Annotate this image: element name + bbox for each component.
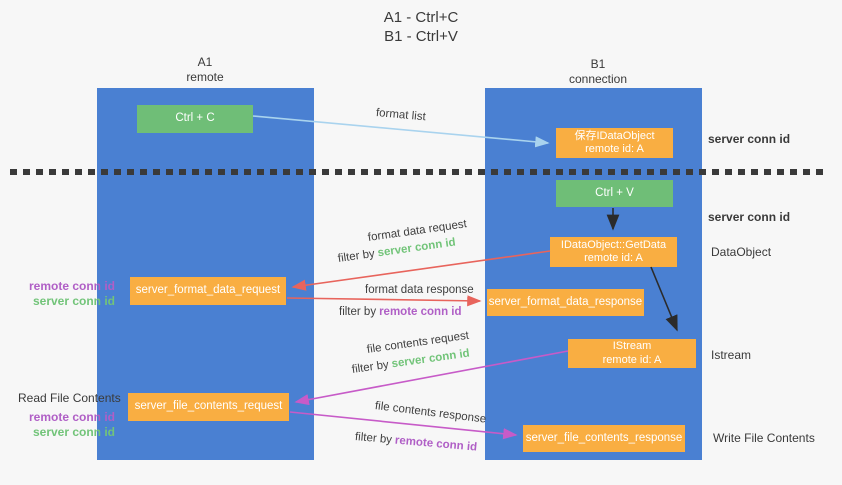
node-file-response-label: server_file_contents_response — [525, 431, 683, 444]
label-file-contents-response: file contents response — [374, 400, 487, 426]
node-server-format-data-response: server_format_data_response — [487, 289, 644, 316]
node-format-request-label: server_format_data_request — [135, 284, 281, 297]
label-write-file-contents: Write File Contents — [713, 431, 815, 445]
node-ctrl-v-label: Ctrl + V — [595, 186, 634, 199]
dotted-separator-line — [10, 169, 825, 175]
column-b1-name: B1 — [590, 57, 606, 71]
remote-conn-id-label: remote conn id — [28, 410, 115, 424]
node-ctrl-c: Ctrl + C — [137, 105, 253, 133]
label-filter-by-server-conn-id-1: filter byserver conn id — [337, 237, 456, 265]
node-istream-line2: remote id: A — [602, 353, 662, 366]
node-save-idataobject: 保存IDataObject remote id: A — [556, 128, 673, 158]
server-conn-id-label: server conn id — [32, 424, 115, 439]
node-getdata-line2: remote id: A — [584, 252, 643, 264]
filter-by-text: filter by — [337, 247, 376, 265]
column-header-b1: B1 connection — [548, 57, 648, 87]
filter-by-text: filter by — [354, 431, 393, 447]
right-server-conn-id-2: server conn id — [708, 210, 791, 224]
node-server-file-contents-request: server_file_contents_request — [128, 393, 289, 421]
node-getdata-line1: IDataObject::GetData — [560, 238, 667, 251]
node-idataobject-getdata: IDataObject::GetData remote id: A — [550, 237, 677, 267]
node-file-request-label: server_file_contents_request — [134, 400, 283, 413]
label-dataobject: DataObject — [711, 245, 772, 259]
column-header-a1: A1 remote — [155, 55, 255, 85]
title-line-1: A1 - Ctrl+C — [383, 9, 459, 26]
diagram-title: A1 - Ctrl+C B1 - Ctrl+V — [0, 8, 842, 46]
node-ctrl-c-label: Ctrl + C — [175, 112, 215, 125]
column-a1-name: A1 — [197, 55, 213, 69]
label-read-file-contents: Read File Contents — [18, 391, 121, 405]
title-line-2: B1 - Ctrl+V — [384, 28, 458, 45]
column-b1-subtitle: connection — [568, 72, 628, 86]
remote-conn-id-text: remote conn id — [379, 306, 462, 318]
node-istream: IStream remote id: A — [568, 339, 696, 368]
node-server-format-data-request: server_format_data_request — [130, 277, 286, 305]
label-istream: Istream — [711, 348, 752, 362]
arrow-format-data-response — [286, 295, 482, 307]
left-conn-id-pair-2: remote conn id server conn id — [15, 410, 115, 439]
node-ctrl-v: Ctrl + V — [556, 180, 673, 207]
right-server-conn-id-1: server conn id — [708, 132, 791, 146]
node-save-idataobject-line1: 保存IDataObject — [574, 129, 655, 142]
server-conn-id-label: server conn id — [32, 293, 115, 308]
filter-by-text: filter by — [351, 358, 390, 376]
left-conn-id-pair-1: remote conn id server conn id — [15, 279, 115, 308]
column-a1-subtitle: remote — [186, 70, 224, 84]
remote-conn-id-text: remote conn id — [394, 434, 478, 454]
node-server-file-contents-response: server_file_contents_response — [523, 425, 685, 452]
filter-by-text: filter by — [339, 306, 377, 318]
label-format-data-response: format data response — [365, 284, 474, 296]
node-save-idataobject-line2: remote id: A — [585, 143, 644, 155]
remote-conn-id-label: remote conn id — [28, 279, 115, 293]
label-format-list: format list — [375, 107, 427, 124]
node-format-response-label: server_format_data_response — [488, 295, 643, 308]
node-istream-line1: IStream — [612, 340, 652, 352]
